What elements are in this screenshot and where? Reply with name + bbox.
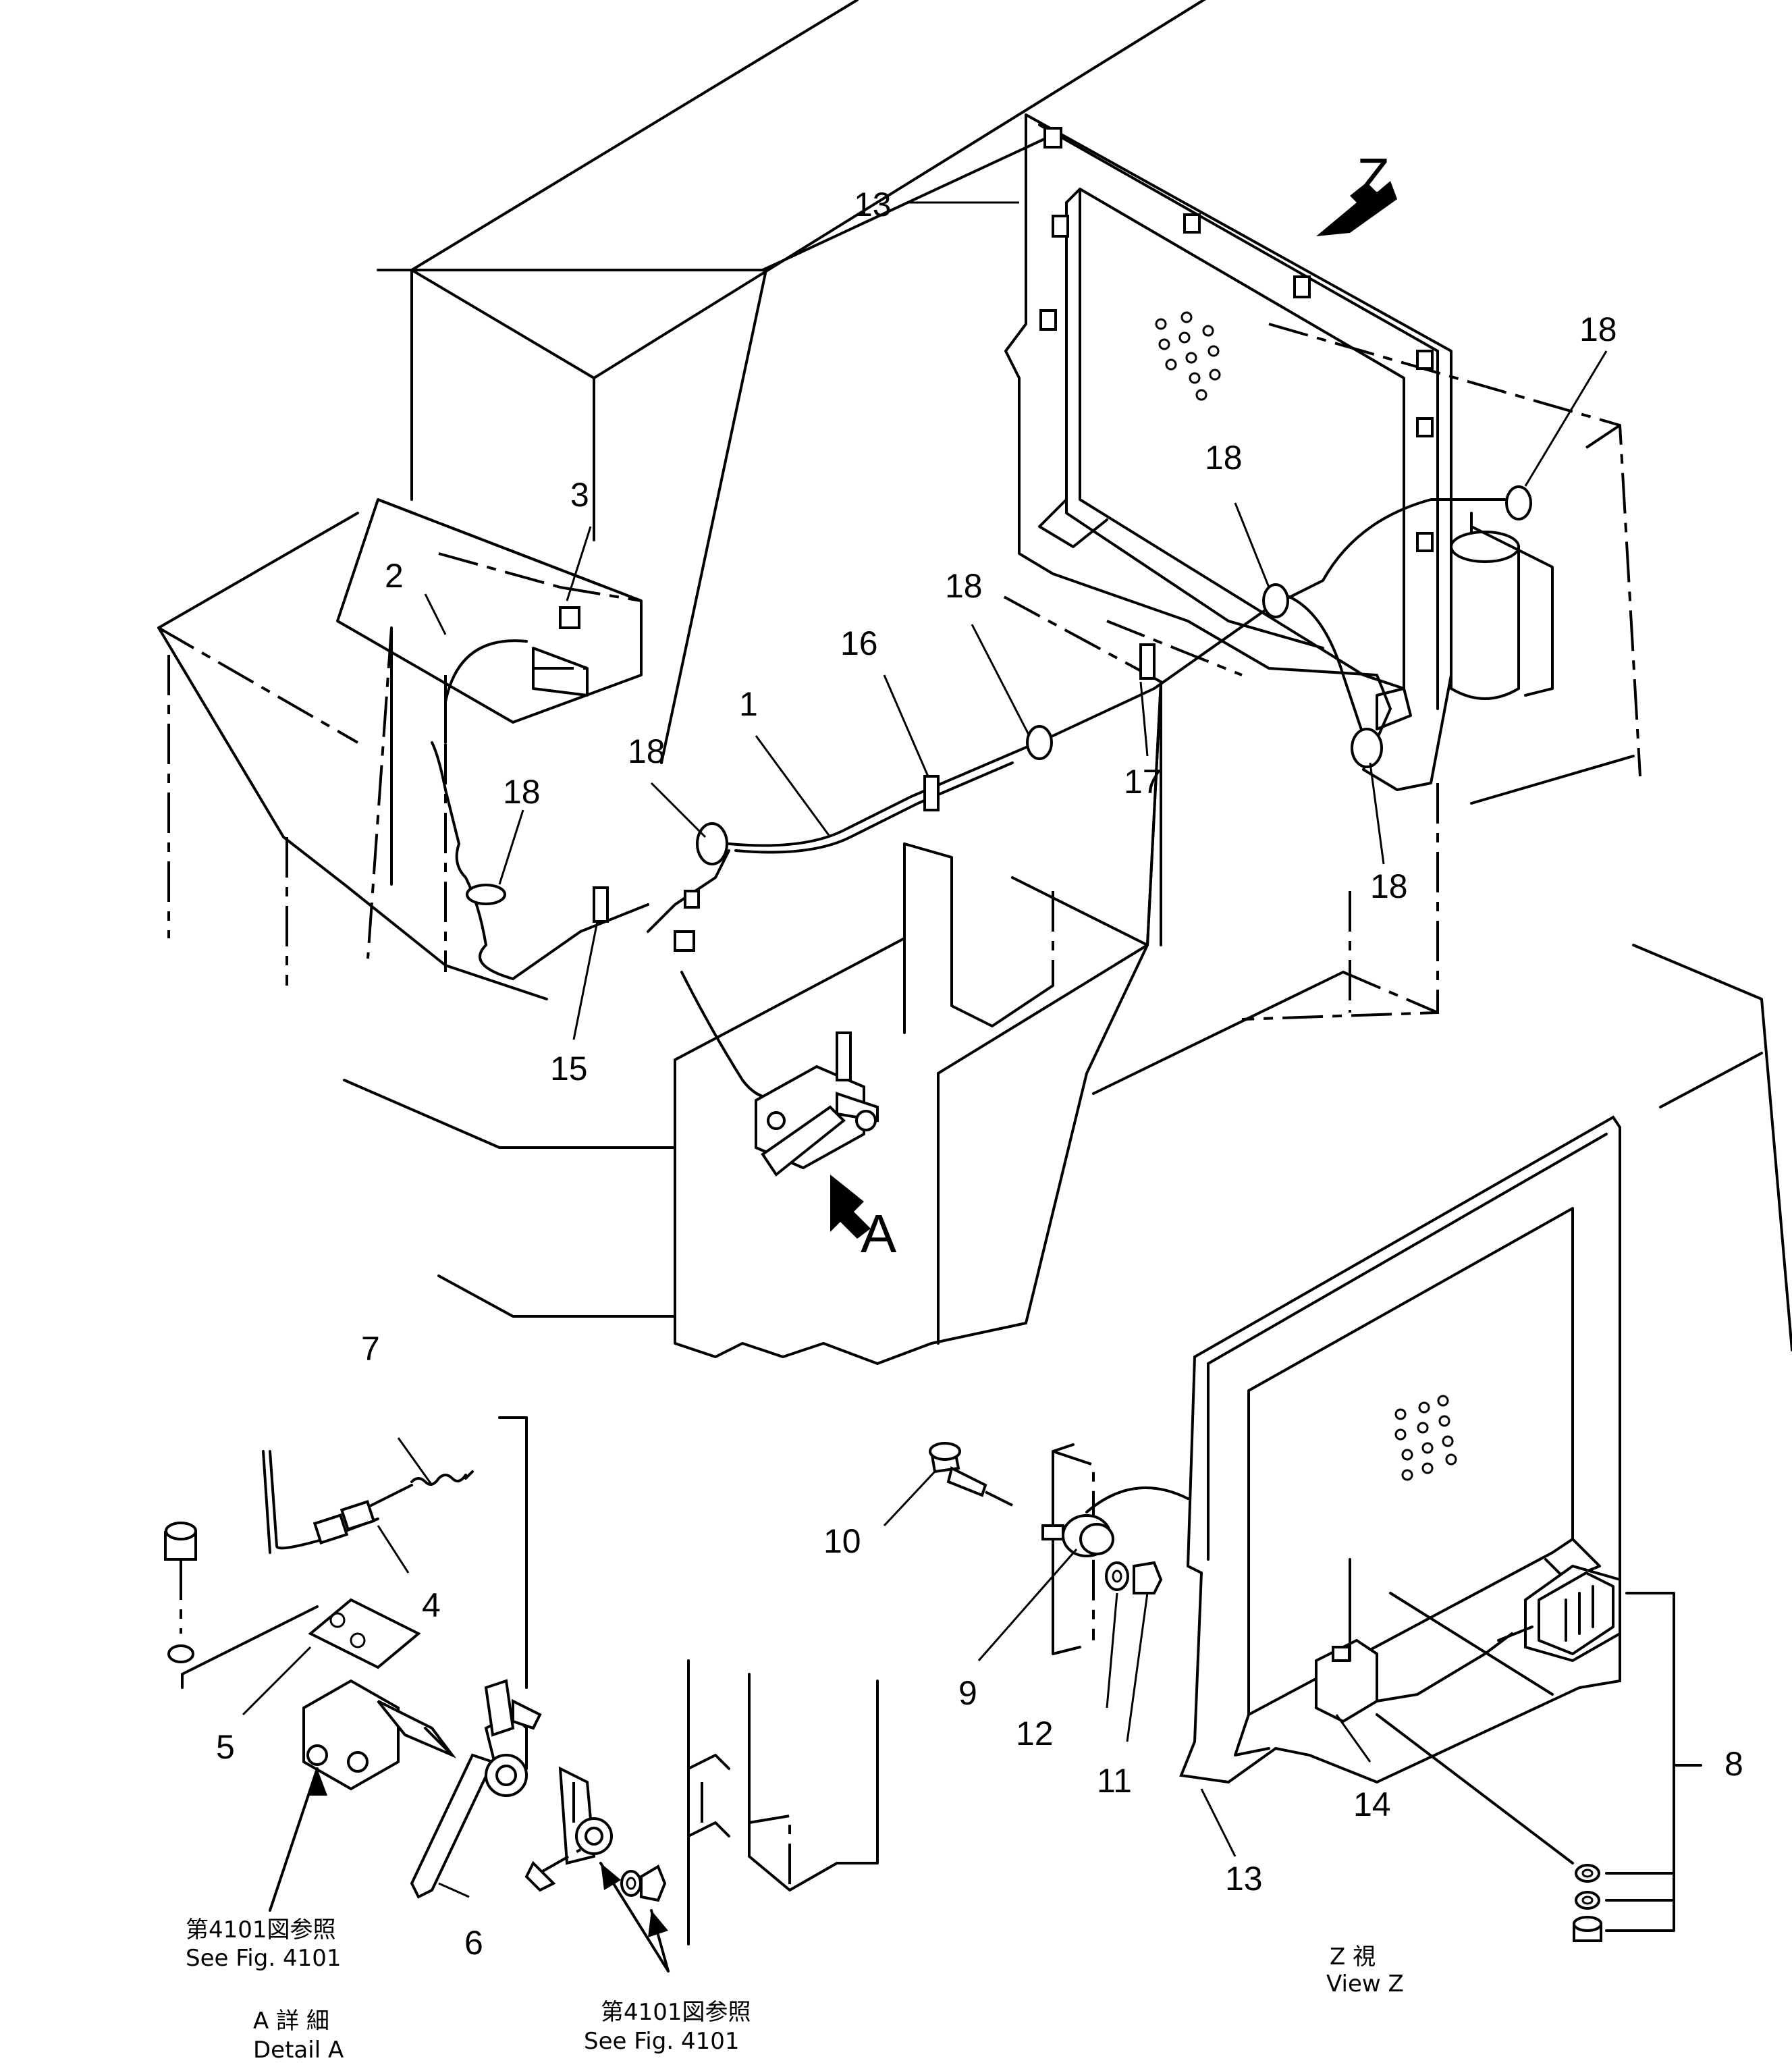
tank-component <box>1450 512 1554 700</box>
ref-left-jp: 第4101図参照 <box>186 1916 336 1943</box>
ref-mid-en: See Fig. 4101 <box>584 2028 739 2055</box>
callout-11: 11 <box>1097 1762 1132 1800</box>
callout-18-lower-right: 18 <box>1370 867 1408 905</box>
callout-4: 4 <box>422 1586 441 1624</box>
machine-body-outline <box>157 0 1792 1365</box>
view-z-assembly <box>929 1115 1702 1942</box>
clamp-15 <box>593 886 609 923</box>
callout-14: 14 <box>1353 1786 1391 1823</box>
callout-13-upper: 13 <box>854 186 892 223</box>
detail-a-assembly <box>164 1416 879 1972</box>
detail-a-jp: A 詳 細 <box>253 2008 329 2035</box>
callout-9: 9 <box>958 1674 977 1712</box>
detail-a-en: Detail A <box>253 2037 344 2064</box>
ref-left-en: See Fig. 4101 <box>186 1945 341 1972</box>
callout-13-lower: 13 <box>1225 1860 1263 1898</box>
grommet-18-left <box>466 884 506 905</box>
clamp-16 <box>923 775 940 811</box>
switch-assembly-main <box>674 890 879 1177</box>
ref-mid-jp: 第4101図参照 <box>601 1999 751 2026</box>
speaker-holes <box>1155 311 1221 401</box>
grommet-18-mid-left <box>696 822 728 865</box>
callout-16: 16 <box>840 624 878 662</box>
svg-text:Z: Z <box>1357 147 1390 207</box>
callout-2: 2 <box>385 557 404 595</box>
speaker-holes-z <box>1394 1395 1457 1481</box>
callout-18-mid-left: 18 <box>628 732 666 770</box>
grommet-18-lower-right <box>1351 728 1383 768</box>
view-z-en: View Z <box>1326 1970 1404 1997</box>
wire-harness <box>431 498 1506 1100</box>
clamps <box>593 643 1156 923</box>
callout-18-right: 18 <box>1579 311 1617 348</box>
window-frame-upper <box>1004 113 1452 791</box>
view-arrow-z: Z <box>1316 147 1397 236</box>
grommets <box>466 485 1532 905</box>
callout-12: 12 <box>1016 1715 1054 1752</box>
captions: 第4101図参照 See Fig. 4101 A 詳 細 Detail A 第4… <box>186 1916 1404 2064</box>
grommet-18-right <box>1505 485 1532 520</box>
callout-labels: 1 2 3 4 5 6 7 8 9 10 11 12 13 13 14 15 1… <box>216 186 1743 1962</box>
callout-7: 7 <box>361 1330 380 1368</box>
svg-text:A: A <box>861 1204 897 1264</box>
callout-15: 15 <box>550 1050 588 1088</box>
callout-1: 1 <box>739 685 758 723</box>
callout-10: 10 <box>823 1522 861 1560</box>
view-arrow-a: A <box>830 1175 897 1264</box>
view-z-jp: Z 視 <box>1330 1943 1376 1970</box>
callout-5: 5 <box>216 1728 235 1766</box>
callout-18-center: 18 <box>945 567 983 605</box>
grommet-18-upper <box>1262 583 1289 618</box>
callout-18-left: 18 <box>503 773 541 811</box>
leader-lines <box>242 201 1608 1898</box>
callout-17: 17 <box>1124 763 1162 801</box>
callout-3: 3 <box>570 476 589 514</box>
callout-18-upper: 18 <box>1205 439 1243 477</box>
grommet-18-center <box>1026 725 1053 760</box>
callout-8: 8 <box>1725 1745 1743 1783</box>
clamp-17 <box>1139 643 1156 680</box>
callout-6: 6 <box>464 1924 483 1962</box>
upper-left-housing <box>336 498 643 724</box>
